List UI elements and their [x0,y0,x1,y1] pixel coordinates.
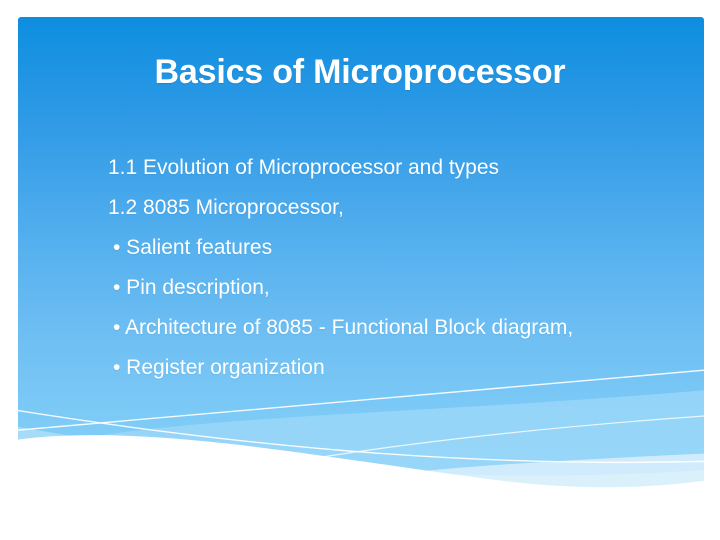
body-line-4: • Pin description, [113,276,270,299]
body-line-5: • Architecture of 8085 - Functional Bloc… [113,316,574,339]
body-line-3: • Salient features [113,236,273,259]
wave-hairline-ascending [18,369,704,431]
wave-white-primary [18,435,704,490]
decorative-wave-graphic [18,369,704,490]
wave-hairline-descending [18,409,704,464]
slide-title: Basics of Microprocessor [154,53,566,91]
body-line-2: 1.2 8085 Microprocessor, [108,196,344,219]
slide-blue-panel [18,17,704,490]
body-line-6: • Register organization [113,356,325,379]
body-line-1: 1.1 Evolution of Microprocessor and type… [108,156,500,179]
wave-hairline-lower [137,415,704,490]
slide-body-content: 1.1 Evolution of Microprocessor and type… [108,148,653,388]
